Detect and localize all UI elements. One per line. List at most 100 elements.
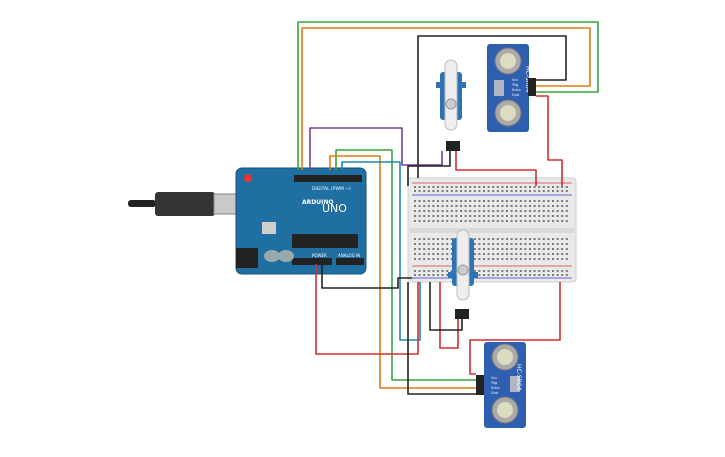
breadboard-hole [561, 274, 564, 276]
breadboard-hole [547, 200, 550, 202]
breadboard-hole [478, 220, 481, 222]
servo-top [436, 59, 466, 151]
breadboard-hole [441, 248, 444, 250]
breadboard-hole [561, 190, 564, 192]
wire-purple-top-servo-signal [309, 127, 443, 170]
breadboard-hole [487, 243, 490, 245]
breadboard-hole [565, 238, 568, 240]
breadboard-hole [529, 220, 531, 222]
wire-orange-top-sensor-trig [301, 27, 591, 170]
wire-red-arduino-5v [315, 264, 419, 355]
breadboard-hole [483, 190, 485, 192]
breadboard-hole [469, 186, 472, 188]
breadboard-hole [441, 220, 444, 222]
breadboard-hole [519, 270, 522, 272]
breadboard-hole [487, 205, 490, 207]
breadboard-hole [496, 253, 499, 255]
breadboard-hole [524, 205, 527, 207]
breadboard-hole [418, 258, 421, 260]
breadboard-hole [483, 210, 485, 212]
breadboard-hole [506, 186, 508, 188]
breadboard-hole [529, 215, 531, 217]
breadboard-hole [450, 190, 453, 192]
breadboard-hole [501, 186, 504, 188]
breadboard-hole [478, 205, 481, 207]
sensor-bottom-pin-trig: Trig [490, 381, 497, 385]
breadboard-hole [519, 253, 522, 255]
breadboard-hole [473, 253, 476, 255]
breadboard-hole [450, 270, 453, 272]
breadboard-hole [515, 274, 518, 276]
breadboard-hole [487, 220, 490, 222]
atmega-chip [292, 234, 358, 248]
breadboard-hole [455, 200, 458, 202]
breadboard-hole [427, 205, 430, 207]
breadboard-hole [418, 270, 421, 272]
breadboard-hole [450, 205, 453, 207]
breadboard-hole [556, 200, 559, 202]
breadboard-hole [432, 200, 435, 202]
breadboard-hole [464, 190, 467, 192]
arduino-brand: ARDUINO [302, 199, 333, 206]
breadboard-hole [506, 215, 508, 217]
sensor-top-mesh-2 [500, 105, 516, 121]
breadboard-hole [496, 243, 499, 245]
breadboard-hole [469, 200, 472, 202]
breadboard-hole [519, 243, 522, 245]
breadboard-hole [487, 210, 490, 212]
breadboard-hole [529, 205, 531, 207]
breadboard-hole [487, 274, 490, 276]
arduino-model: UNO [322, 202, 347, 215]
breadboard-hole [556, 270, 559, 272]
breadboard-hole [437, 205, 439, 207]
capacitor-2 [278, 250, 294, 262]
breadboard-hole [538, 238, 541, 240]
breadboard-hole [492, 205, 495, 207]
breadboard-hole [437, 243, 439, 245]
breadboard-hole [496, 270, 499, 272]
breadboard-hole [533, 253, 536, 255]
breadboard-hole [423, 238, 426, 240]
breadboard-hole [561, 220, 564, 222]
breadboard-hole [496, 210, 499, 212]
breadboard-hole [414, 270, 416, 272]
breadboard-hole [565, 274, 568, 276]
breadboard-hole [478, 248, 481, 250]
breadboard-hole [506, 270, 508, 272]
breadboard-hole [469, 190, 472, 192]
breadboard-hole [469, 220, 472, 222]
breadboard-hole [542, 253, 545, 255]
ultrasonic-sensor-top: HC-SR04 Vcc Trig Echo Gnd [487, 44, 536, 132]
breadboard-hole [556, 274, 559, 276]
breadboard-hole [556, 258, 559, 260]
servo-top-connector [446, 141, 460, 151]
breadboard-hole [441, 205, 444, 207]
breadboard-hole [561, 238, 564, 240]
breadboard-hole [515, 253, 518, 255]
breadboard-hole [496, 205, 499, 207]
breadboard-hole [455, 190, 458, 192]
breadboard-hole [496, 274, 499, 276]
breadboard-hole [538, 215, 541, 217]
breadboard-hole [529, 210, 531, 212]
breadboard-hole [552, 210, 554, 212]
breadboard-hole [515, 248, 518, 250]
breadboard-hole [547, 215, 550, 217]
breadboard-hole [533, 274, 536, 276]
breadboard-hole [547, 190, 550, 192]
breadboard-hole [437, 253, 439, 255]
breadboard-hole [556, 190, 559, 192]
usb-cable [128, 192, 243, 216]
breadboard-hole [478, 210, 481, 212]
breadboard-center-channel [410, 228, 574, 233]
breadboard-hole [432, 253, 435, 255]
breadboard-hole [565, 215, 568, 217]
breadboard-hole [542, 220, 545, 222]
breadboard-hole [524, 186, 527, 188]
breadboard-hole [506, 190, 508, 192]
breadboard-hole [427, 200, 430, 202]
crystal [262, 222, 276, 234]
breadboard-hole [515, 270, 518, 272]
breadboard-hole [414, 274, 416, 276]
breadboard-hole [460, 200, 462, 202]
